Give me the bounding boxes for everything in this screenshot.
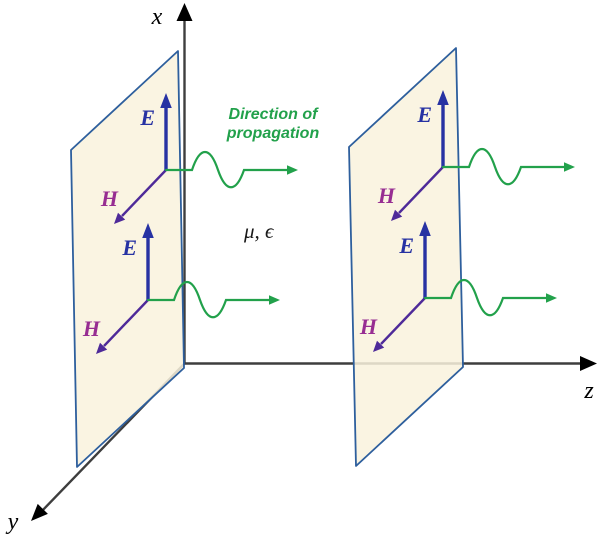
y-axis-arrowhead bbox=[31, 503, 48, 521]
e-field-arrowhead bbox=[419, 221, 431, 236]
direction-label-line2: propagation bbox=[226, 125, 320, 142]
propagation-wave bbox=[423, 278, 548, 317]
e-field-label: E bbox=[416, 102, 432, 127]
h-field-arrowhead bbox=[373, 340, 385, 352]
h-field-label: H bbox=[359, 314, 378, 339]
propagation-wave bbox=[146, 280, 271, 319]
wavefront-plane-2 bbox=[348, 47, 464, 467]
e-field-label: E bbox=[398, 233, 414, 258]
e-field-label: E bbox=[121, 235, 137, 260]
z-axis-arrowhead bbox=[580, 356, 597, 371]
x-axis bbox=[176, 3, 193, 365]
h-field-arrowhead bbox=[114, 212, 126, 224]
x-axis-arrowhead bbox=[176, 3, 193, 21]
propagation-wave-arrowhead bbox=[564, 162, 575, 172]
x-axis-label: x bbox=[151, 4, 163, 30]
e-field-arrowhead bbox=[142, 223, 154, 238]
propagation-wave bbox=[441, 147, 566, 186]
e-field-arrowhead bbox=[160, 93, 172, 108]
z-axis-label: z bbox=[583, 378, 594, 404]
h-field-label: H bbox=[82, 316, 101, 341]
field-set-plane2-top: H E bbox=[377, 90, 575, 221]
direction-label-line1: Direction of bbox=[229, 106, 320, 123]
propagation-wave-arrowhead bbox=[269, 295, 280, 305]
y-axis-label: y bbox=[6, 509, 19, 535]
field-set-plane1-bottom: H E bbox=[82, 223, 280, 354]
h-field-arrow bbox=[398, 166, 444, 214]
field-set-plane1-top: H E bbox=[100, 93, 298, 224]
h-field-arrow bbox=[121, 169, 167, 217]
direction-of-propagation-label: Direction of propagation bbox=[226, 106, 320, 142]
propagation-wave-arrowhead bbox=[287, 165, 298, 175]
h-field-label: H bbox=[100, 186, 119, 211]
e-field-label: E bbox=[139, 105, 155, 130]
h-field-arrow bbox=[103, 299, 149, 347]
field-set-plane2-bottom: H E bbox=[359, 221, 557, 352]
h-field-arrow bbox=[380, 297, 426, 345]
wavefront-plane-1 bbox=[70, 50, 185, 468]
h-field-label: H bbox=[377, 183, 396, 208]
e-field-arrowhead bbox=[437, 90, 449, 105]
h-field-arrowhead bbox=[96, 342, 108, 354]
propagation-wave-arrowhead bbox=[546, 293, 557, 303]
medium-permeability-permittivity-label: μ, ϵ bbox=[243, 219, 275, 243]
propagation-wave bbox=[164, 150, 289, 189]
h-field-arrowhead bbox=[391, 209, 403, 221]
